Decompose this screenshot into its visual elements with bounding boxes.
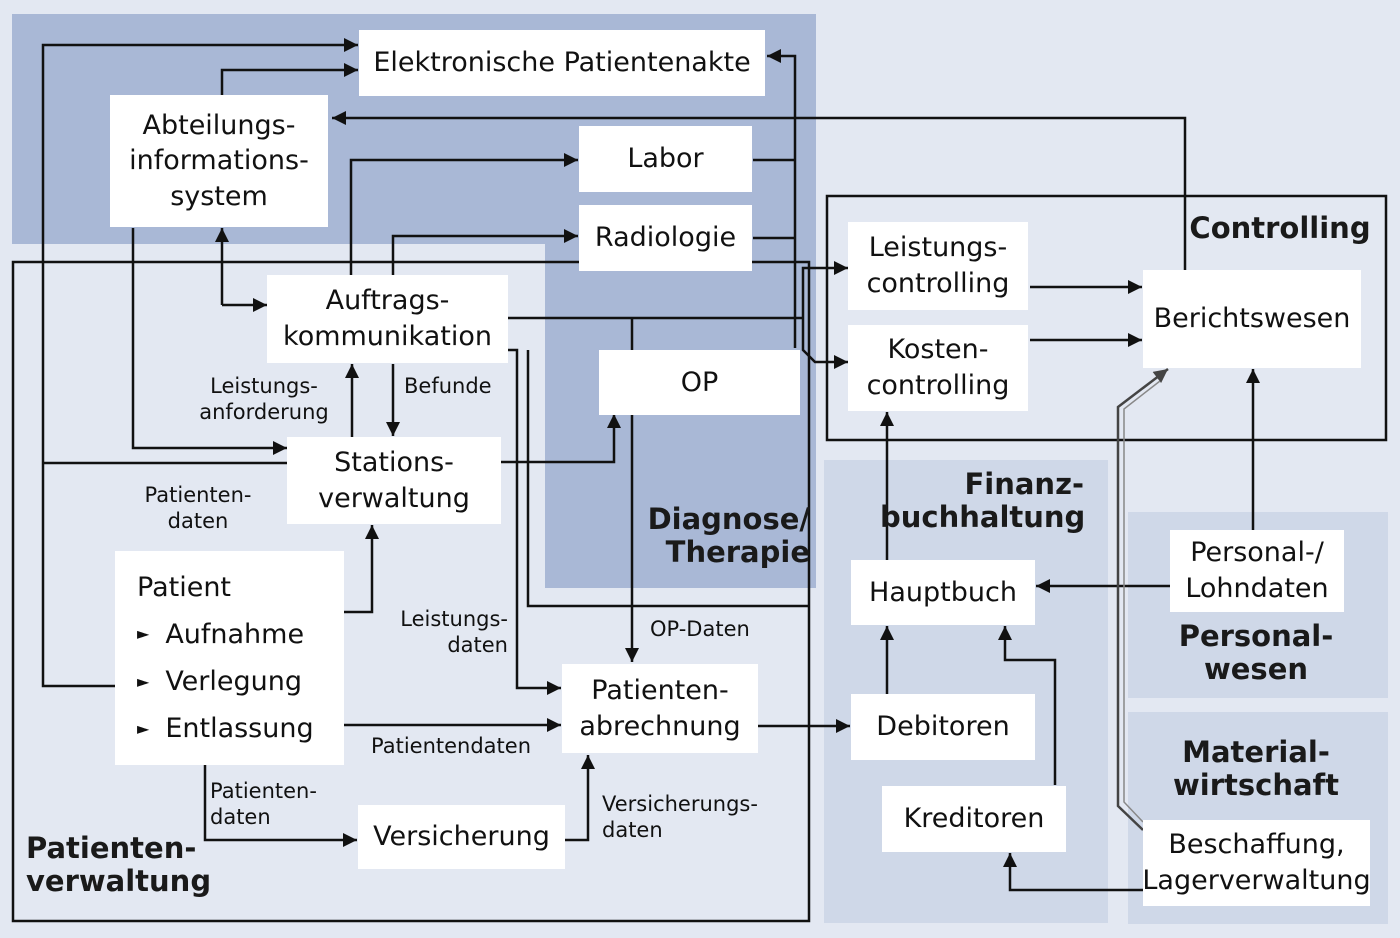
beschaffung-line-1: Beschaffung, bbox=[1168, 829, 1345, 861]
kostencontrolling-line-1: Kosten- bbox=[887, 334, 989, 366]
arrow-to-kostencontrolling bbox=[801, 318, 848, 369]
bullet-arrow-icon: ► bbox=[137, 671, 150, 691]
label-patientendaten-3: Patienten- daten bbox=[210, 779, 317, 830]
personal-box: Personal-/ Lohndaten bbox=[1170, 530, 1344, 612]
kreditoren-label: Kreditoren bbox=[903, 803, 1045, 835]
arrow-kreditoren-to-hauptbuch bbox=[998, 626, 1057, 785]
arrow-beschaffung-to-berichtswesen bbox=[1116, 368, 1169, 831]
personal-line-1: Personal-/ bbox=[1190, 537, 1324, 569]
ais-line-1: Abteilungs- bbox=[142, 109, 296, 141]
auftrags-line-2: kommunikation bbox=[283, 321, 492, 352]
arrow-ais-to-epa bbox=[220, 63, 358, 95]
line-region-step bbox=[526, 350, 809, 608]
region-label-controlling: Controlling bbox=[1189, 211, 1371, 245]
patient-title: Patient bbox=[137, 571, 232, 603]
labor-box: Labor bbox=[579, 126, 752, 192]
abrechnung-box: Patienten- abrechnung bbox=[562, 664, 758, 753]
arrow-auftrags-to-abrechnung bbox=[508, 348, 561, 695]
arrow-to-leistungscontrolling bbox=[801, 261, 848, 318]
arrow-beschaffung-to-kreditoren bbox=[1003, 853, 1143, 892]
auftrags-box: Auftrags- kommunikation bbox=[267, 275, 508, 363]
radiologie-box: Radiologie bbox=[579, 205, 752, 271]
abrechnung-line-2: abrechnung bbox=[579, 710, 741, 742]
diagnose-therapie-region-lower bbox=[545, 244, 816, 588]
line-patient-left-loop bbox=[41, 38, 358, 688]
epa-box: Elektronische Patientenakte bbox=[359, 30, 765, 96]
leistungscontrolling-box: Leistungs- controlling bbox=[848, 222, 1028, 310]
debitoren-label: Debitoren bbox=[876, 711, 1010, 743]
arrow-berichtswesen-to-ais bbox=[332, 111, 1187, 270]
bullet-arrow-icon: ► bbox=[137, 624, 150, 644]
ais-line-3: system bbox=[170, 180, 268, 212]
region-label-diagnose-therapie: Diagnose/ Therapie bbox=[647, 502, 810, 570]
ais-line-2: informations- bbox=[129, 145, 309, 177]
beschaffung-line-2: Lagerverwaltung bbox=[1142, 865, 1371, 896]
patient-item-aufnahme: ►Aufnahme bbox=[137, 618, 305, 650]
arrow-bus-to-epa bbox=[767, 49, 797, 348]
arrow-auftrags-to-radiologie bbox=[391, 229, 578, 275]
patient-item-entlassung: ►Entlassung bbox=[137, 713, 314, 745]
label-op-daten: OP-Daten bbox=[650, 617, 750, 641]
personal-line-2: Lohndaten bbox=[1185, 573, 1329, 604]
ais-box: Abteilungs- informations- system bbox=[110, 95, 328, 227]
arrow-ais-to-stations bbox=[131, 228, 287, 455]
radiologie-label: Radiologie bbox=[594, 222, 737, 254]
berichtswesen-label: Berichtswesen bbox=[1153, 303, 1351, 335]
versicherung-box: Versicherung bbox=[358, 805, 565, 869]
region-label-patientenverwaltung: Patienten- verwaltung bbox=[26, 831, 212, 899]
arrow-versicherung-to-abrechnung bbox=[565, 755, 595, 842]
region-label-finanzbuchhaltung: Finanz- buchhaltung bbox=[880, 467, 1086, 535]
patientenverwaltung-outline bbox=[11, 260, 811, 923]
region-label-materialwirtschaft: Material- wirtschaft bbox=[1172, 735, 1340, 803]
label-leistungsdaten: Leistungs- daten bbox=[400, 607, 508, 658]
label-befunde: Befunde bbox=[404, 374, 492, 398]
beschaffung-box: Beschaffung, Lagerverwaltung bbox=[1142, 820, 1371, 906]
hauptbuch-box: Hauptbuch bbox=[851, 560, 1035, 625]
leistungscontrolling-line-2: controlling bbox=[866, 268, 1010, 299]
arrow-auftrags-to-labor bbox=[349, 153, 578, 275]
arrow-patient-to-versicherung bbox=[203, 765, 357, 847]
berichtswesen-box: Berichtswesen bbox=[1143, 270, 1361, 368]
arrow-patient-to-stations bbox=[344, 525, 379, 614]
auftrags-line-1: Auftrags- bbox=[325, 285, 450, 317]
versicherung-label: Versicherung bbox=[373, 821, 550, 853]
kostencontrolling-line-2: controlling bbox=[866, 370, 1010, 401]
controlling-outline bbox=[825, 194, 1388, 442]
kostencontrolling-box: Kosten- controlling bbox=[848, 325, 1028, 411]
labor-label: Labor bbox=[627, 143, 704, 175]
patient-box: Patient ►Aufnahme ►Verlegung ►Entlassung bbox=[115, 551, 344, 765]
stations-line-1: Stations- bbox=[334, 446, 454, 478]
label-versicherungsdaten: Versicherungs- daten bbox=[602, 792, 758, 843]
epa-label: Elektronische Patientenakte bbox=[373, 47, 751, 79]
op-label: OP bbox=[680, 366, 719, 398]
stations-box: Stations- verwaltung bbox=[287, 437, 501, 524]
patient-item-verlegung: ►Verlegung bbox=[137, 666, 303, 697]
stations-line-2: verwaltung bbox=[318, 482, 470, 514]
region-label-personalwesen: Personal- wesen bbox=[1178, 619, 1334, 687]
label-patientendaten-1: Patienten- daten bbox=[144, 483, 252, 534]
debitoren-box: Debitoren bbox=[851, 694, 1035, 760]
kreditoren-box: Kreditoren bbox=[882, 786, 1066, 852]
label-leistungsanforderung: Leistungs- anforderung bbox=[199, 374, 329, 425]
hauptbuch-label: Hauptbuch bbox=[869, 576, 1017, 608]
op-box: OP bbox=[599, 350, 800, 415]
bullet-arrow-icon: ► bbox=[137, 718, 150, 738]
abrechnung-line-1: Patienten- bbox=[591, 674, 729, 706]
arrow-stations-to-op bbox=[501, 414, 621, 464]
label-patientendaten-2: Patientendaten bbox=[371, 734, 532, 758]
leistungscontrolling-line-1: Leistungs- bbox=[868, 232, 1008, 264]
